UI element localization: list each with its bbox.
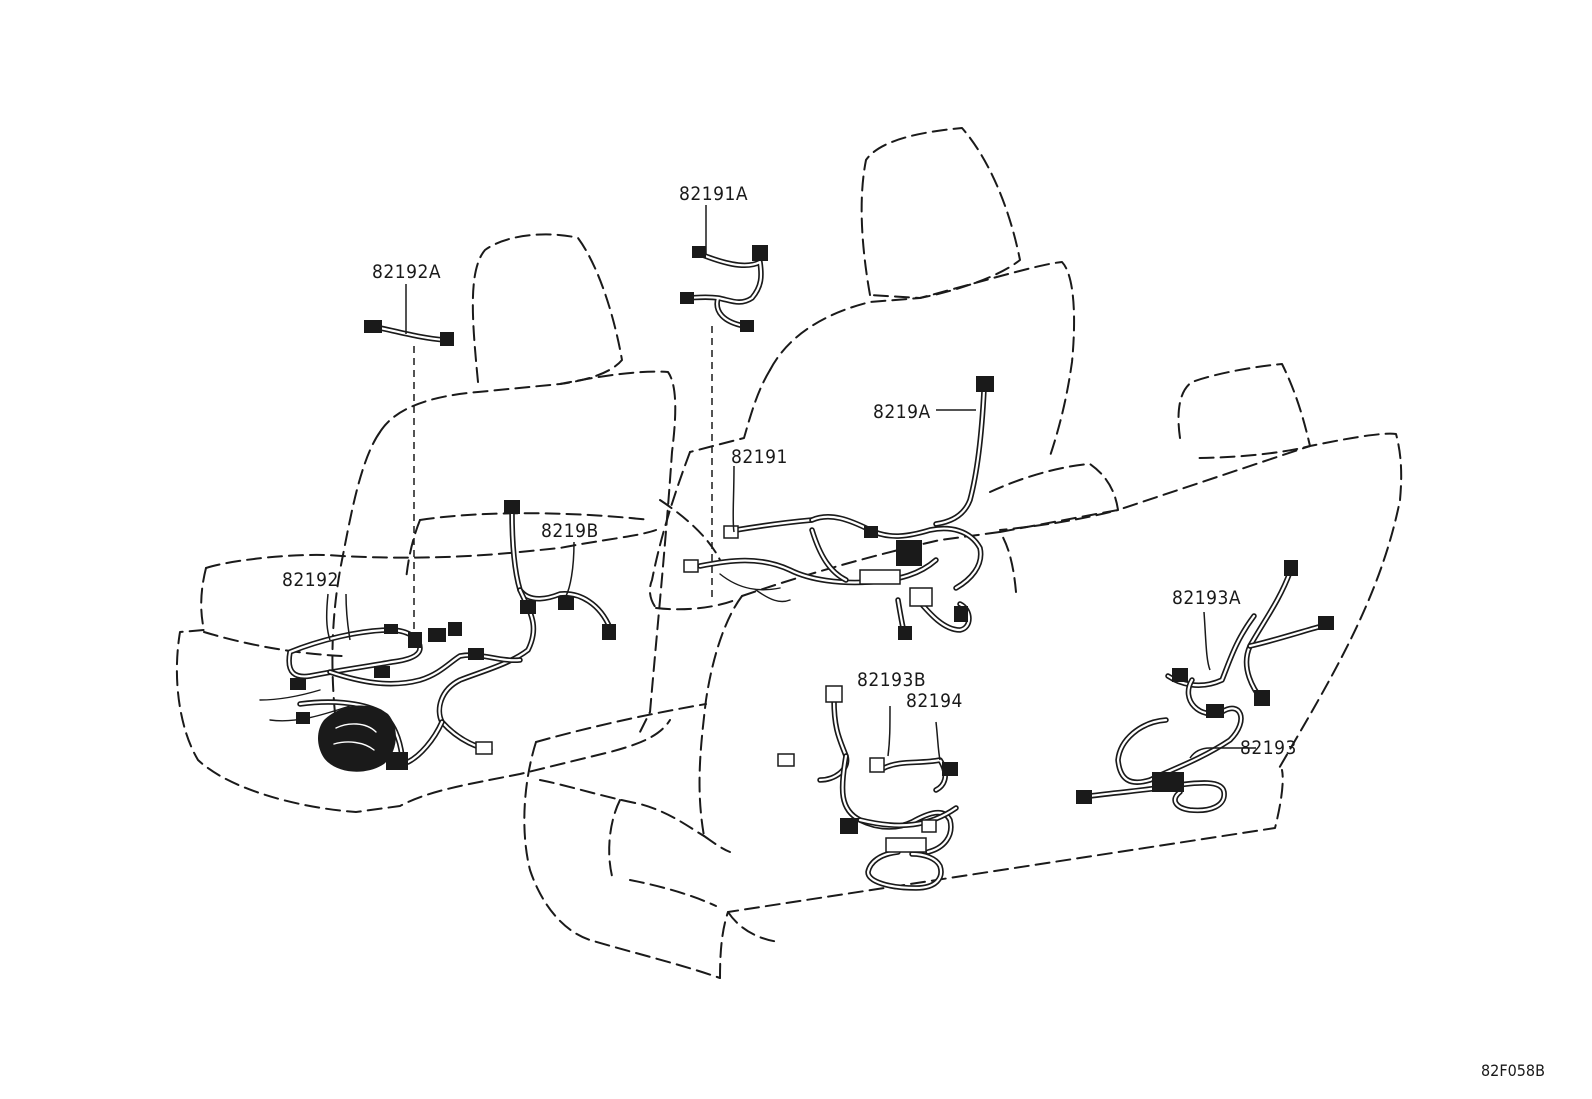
harness-82192 [259,593,523,772]
middle-seat-outline [648,127,1076,611]
harness-82192a [364,284,454,630]
harness-82191-8219a [683,376,994,640]
label-82191a: 82191A [679,183,748,205]
label-82193a: 82193A [1172,587,1241,609]
label-82192a: 82192A [372,261,441,283]
harness-8219b [405,500,616,765]
figure-code: 82F058B [1481,1061,1545,1080]
harness-82193a-82193 [1076,560,1334,814]
harness-82191a [680,205,768,598]
label-82192: 82192 [282,569,339,591]
rear-bench-outline [523,363,1403,979]
callout-labels: 82192A 82191A 82191 8219A 8219B 82192 82… [282,183,1545,1080]
label-8219a: 8219A [873,401,931,423]
label-82193: 82193 [1240,737,1297,759]
harness-82193b-82194 [777,685,959,891]
label-82191: 82191 [731,446,788,468]
label-8219b: 8219B [541,520,599,542]
label-82193b: 82193B [857,669,926,691]
left-front-seat-outline [175,233,677,813]
label-82194: 82194 [906,690,963,712]
